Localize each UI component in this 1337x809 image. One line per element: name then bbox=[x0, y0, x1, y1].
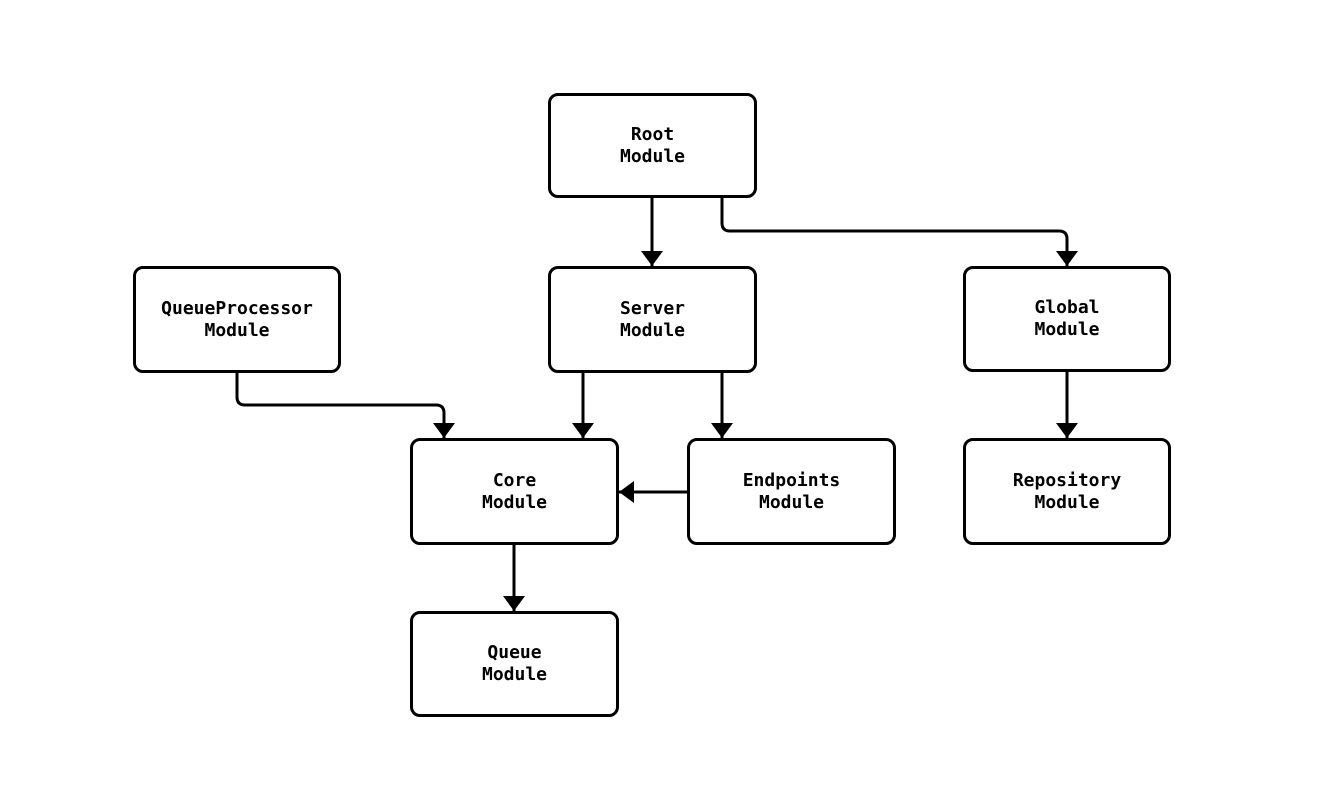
node-label-line: QueueProcessor bbox=[161, 297, 313, 319]
node-label-line: Module bbox=[758, 491, 825, 513]
node-label-line: Module bbox=[1034, 491, 1100, 513]
edge-queue-processor-to-core bbox=[235, 373, 455, 438]
arrowhead bbox=[1056, 423, 1078, 438]
node-label-line: Root bbox=[630, 123, 675, 145]
arrowhead bbox=[1056, 251, 1078, 266]
edge-server-to-core bbox=[572, 373, 594, 438]
node-label-line: Module bbox=[481, 664, 548, 685]
arrowhead bbox=[641, 251, 663, 266]
edge-global-to-repository bbox=[1056, 372, 1078, 438]
arrowhead bbox=[711, 423, 733, 438]
node-label-line: Repository bbox=[1012, 469, 1122, 491]
node-label-line: Module bbox=[204, 319, 270, 341]
node-label-line: Module bbox=[1034, 319, 1100, 340]
edge-core-to-queue bbox=[503, 545, 525, 611]
edge-root-to-server bbox=[641, 198, 663, 266]
node-label-line: Global bbox=[1034, 297, 1100, 318]
arrowhead bbox=[503, 596, 525, 611]
node-label-line: Endpoints bbox=[742, 469, 841, 491]
arrowhead bbox=[619, 481, 634, 503]
edge-root-to-global bbox=[720, 198, 1078, 266]
edge-server-to-endpoints bbox=[711, 373, 733, 438]
node-label-line: Module bbox=[481, 491, 548, 513]
arrowhead bbox=[433, 423, 455, 438]
node-label-line: Module bbox=[619, 319, 686, 341]
node-label-line: Queue bbox=[487, 642, 542, 663]
arrowhead bbox=[572, 423, 594, 438]
node-label-line: Core bbox=[492, 469, 537, 491]
node-label-line: Module bbox=[619, 145, 686, 167]
edge-endpoints-to-core bbox=[619, 481, 687, 503]
node-label-line: Server bbox=[619, 297, 686, 319]
